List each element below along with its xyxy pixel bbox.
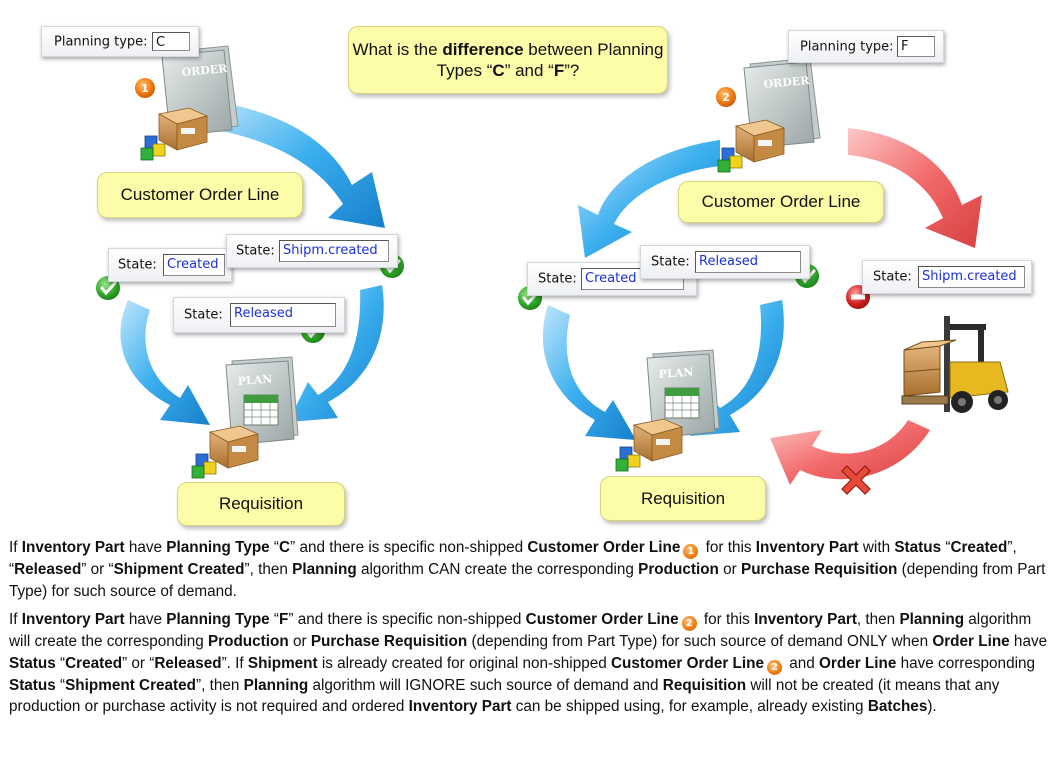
number-badge-icon: 2 [766,659,782,675]
plan-document-icon: PLAN [225,356,299,446]
planning-type-field-f: Planning type: F [788,30,944,63]
arrow-order-to-shipm-right [848,128,982,248]
state-field-created-left: State: Created [108,248,232,282]
customer-order-line-callout-left: Customer Order Line [97,172,303,218]
arrow-created-to-plan-right [542,305,636,440]
svg-text:PLAN: PLAN [237,373,272,388]
state-field-released-left: State: Released [173,297,345,333]
requisition-callout-right: Requisition [600,476,766,521]
order-document-icon: ORDER [743,57,821,149]
boxes-icon [140,107,208,161]
arrow-shipment-blocked-right [770,420,930,485]
requisition-callout-left: Requisition [177,482,345,526]
number-badge-icon: 1 [135,78,155,98]
arrow-order-to-shipm-left [205,100,385,228]
customer-order-line-callout-right: Customer Order Line [678,181,884,223]
diagram-canvas: ORDER 1 PLAN ORDER 2 PLAN [94,45,1009,495]
question-text: What is the difference between Planning … [352,40,664,80]
explanation-text: If Inventory Part have Planning Type “C”… [9,537,1049,725]
order-document-icon: ORDER [161,45,239,137]
paragraph-planning-type-f: If Inventory Part have Planning Type “F”… [9,611,1048,715]
number-badge-icon: 2 [716,87,736,107]
number-badge-icon: 2 [681,616,697,631]
state-field-shipm-right: State: Shipm.created [862,260,1032,294]
planning-type-label: Planning type: [54,34,148,49]
x-mark-icon [841,465,871,495]
boxes-icon [717,119,785,173]
number-badge-icon: 1 [683,544,699,559]
question-callout: What is the difference between Planning … [348,26,668,94]
planning-type-field-c: Planning type: C [41,26,199,57]
state-field-shipm-left: State: Shipm.created [226,234,398,268]
arrow-created-to-plan-left [120,300,210,425]
plan-document-icon: PLAN [646,349,720,439]
planning-type-label: Planning type: [800,39,894,54]
svg-text:2: 2 [722,91,730,104]
forklift-icon [901,316,1009,413]
svg-text:1: 1 [141,82,149,95]
svg-text:PLAN: PLAN [658,366,693,381]
planning-type-value: F [897,36,935,57]
boxes-icon [191,425,259,479]
svg-text:ORDER: ORDER [181,62,229,79]
paragraph-planning-type-c: If Inventory Part have Planning Type “C”… [9,539,1046,600]
arrow-order-to-created-right [578,140,720,258]
svg-text:ORDER: ORDER [763,74,811,91]
state-field-released-right: State: Released [640,245,810,279]
planning-type-value: C [152,32,190,51]
arrow-shipm-to-plan-left [288,285,384,422]
